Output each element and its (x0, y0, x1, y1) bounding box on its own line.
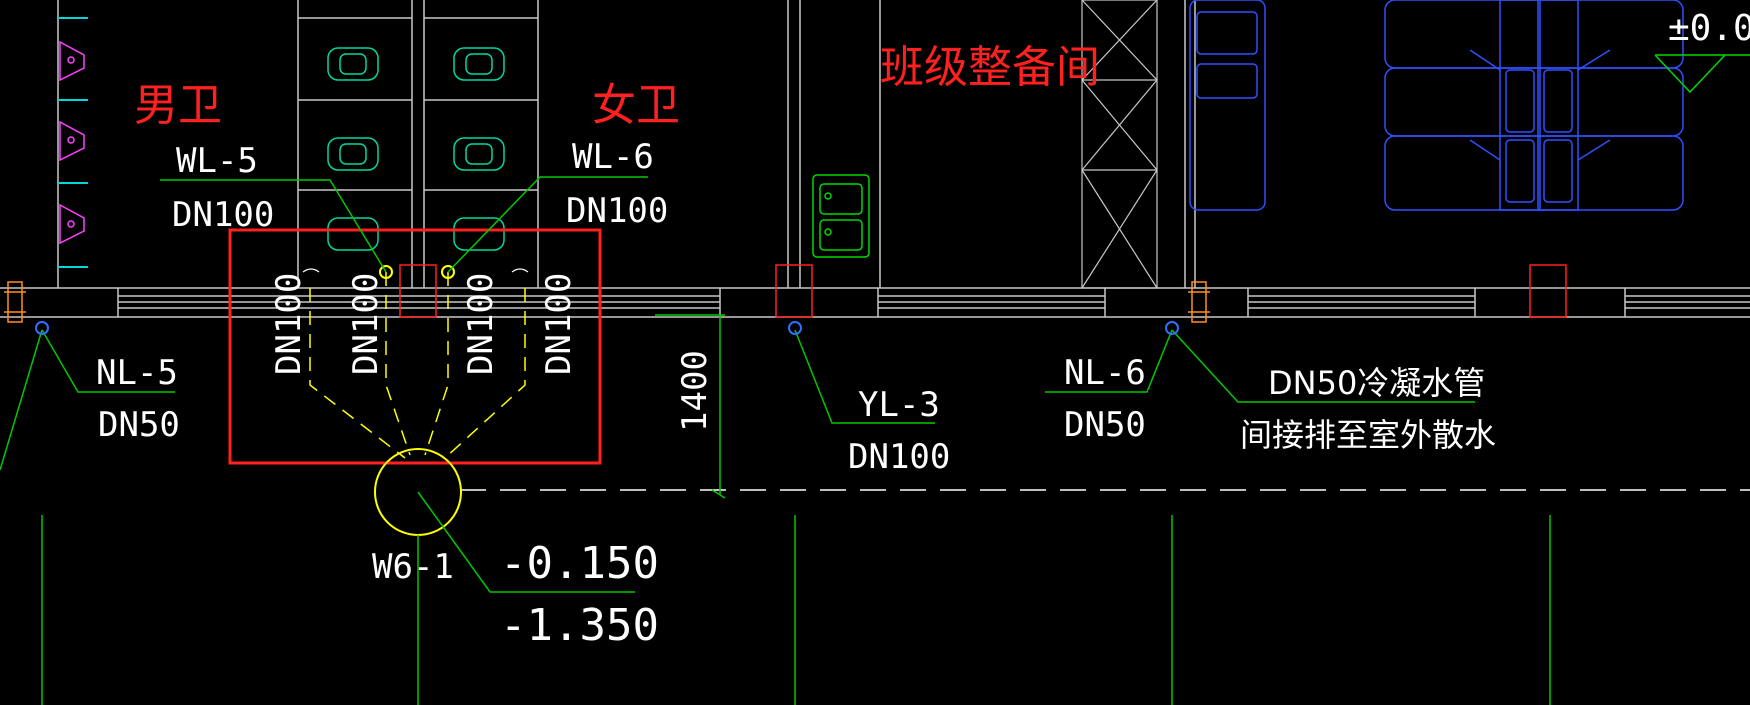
branch-label-2: DN100 (346, 273, 386, 375)
structural-column (399, 264, 1567, 318)
female-toilet-label: 女卫 (592, 80, 680, 131)
staff-room-walls (787, 0, 1196, 288)
condensate-note-line1: DN50冷凝水管 (1268, 364, 1485, 402)
manhole-tag: W6-1 (372, 547, 454, 587)
wl5-tag: WL-5 (176, 141, 258, 181)
branch-label-3: DN100 (461, 273, 501, 375)
leader-lines (0, 176, 1475, 593)
manhole-top-level: -0.150 (500, 538, 659, 589)
urinal-fixture (59, 40, 85, 245)
highlight-box[interactable] (228, 228, 602, 465)
condensate-note-line2: 间接排至室外散水 (1240, 416, 1496, 454)
male-toilet-label: 男卫 (134, 80, 222, 131)
urinal-wall (57, 0, 88, 288)
toilet-stalls (297, 0, 539, 288)
wall-sleeve-marks (4, 281, 1210, 323)
yl3-tag: YL-3 (858, 385, 940, 425)
wl5-riser[interactable] (379, 265, 393, 279)
nl6-riser[interactable] (1165, 321, 1179, 335)
staff-room-label: 班级整备间 (880, 42, 1100, 93)
wl6-tag: WL-6 (572, 137, 654, 177)
grid-lines (41, 314, 1551, 705)
drain-branch-pipes (309, 272, 526, 459)
floor-drain-hooks (302, 268, 529, 273)
sink-fixture (812, 174, 870, 258)
dimension-1400: 1400 (675, 350, 715, 432)
nl5-size: DN50 (98, 405, 180, 445)
cabinet-furniture (1189, 0, 1684, 211)
wl5-size: DN100 (172, 195, 274, 235)
wl6-size: DN100 (566, 191, 668, 231)
manhole-invert-level: -1.350 (500, 600, 659, 651)
branch-label-4: DN100 (539, 273, 579, 375)
wl6-riser[interactable] (441, 265, 455, 279)
nl5-riser[interactable] (35, 321, 49, 335)
yl3-riser[interactable] (788, 321, 802, 335)
elevation-text: ±0.000 (1668, 8, 1750, 49)
yl3-size: DN100 (848, 437, 950, 477)
corridor-wall (0, 287, 1750, 318)
pipe-shaft (1081, 0, 1158, 289)
squat-toilet-fixture (327, 47, 505, 251)
elevation-marker: ±0.000 (1654, 8, 1750, 94)
nl6-size: DN50 (1064, 405, 1146, 445)
branch-label-1: DN100 (269, 273, 309, 375)
nl5-tag: NL-5 (96, 353, 178, 393)
nl6-tag: NL-6 (1064, 353, 1146, 393)
